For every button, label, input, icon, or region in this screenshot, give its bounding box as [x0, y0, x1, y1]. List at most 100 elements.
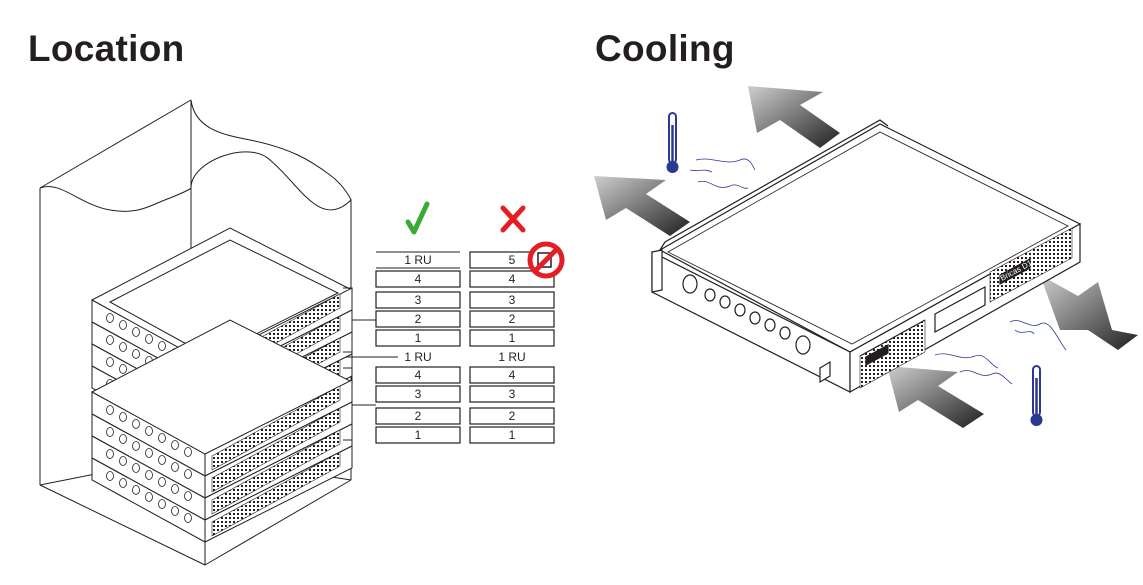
- ru-slot-label: 4: [415, 272, 422, 286]
- ru-table: 1 RU 4 3 2 1 1 RU 4 3 2 1 5 4 3 2 1 1 RU 4 3 2 1: [375, 251, 555, 444]
- knob-icon: [132, 349, 140, 359]
- airflow-arrow: [1040, 275, 1138, 350]
- ru-spacer: 1 RU: [498, 350, 525, 364]
- ru-slot-label: 5: [509, 253, 516, 267]
- knob-icon: [106, 357, 114, 367]
- ru-slot: 4: [375, 366, 461, 384]
- knob-icon: [119, 478, 127, 488]
- knob-icon: [184, 447, 192, 457]
- ru-slot-label: 1: [415, 428, 422, 442]
- ru-slot-label: 1 RU: [404, 253, 431, 267]
- knob-icon: [132, 441, 140, 451]
- ru-slot-box: [469, 291, 555, 309]
- knob-icon: [106, 471, 114, 481]
- ru-spacer: 1 RU: [404, 350, 431, 364]
- knob-icon: [145, 334, 153, 344]
- vent-grille: [211, 385, 341, 471]
- knob-icon: [106, 405, 114, 415]
- knob-icon: [171, 484, 179, 494]
- airflow-arrow: [887, 366, 984, 428]
- airflow-arrow: [748, 86, 840, 148]
- power-amplifier: [651, 119, 1082, 394]
- ru-slot-label: 1: [509, 428, 516, 442]
- stacked-amp-unit: [91, 445, 353, 543]
- check-icon: [405, 201, 430, 235]
- ru-slot: 3: [469, 385, 555, 403]
- ru-slot: 4: [375, 270, 461, 288]
- ru-slot-label: 3: [509, 293, 516, 307]
- stacked-amplifiers: [90, 227, 354, 543]
- knob-icon: [132, 419, 140, 429]
- heat-squiggles: [689, 158, 1067, 385]
- knob-icon: [119, 434, 127, 444]
- ru-slot: 1: [469, 426, 555, 444]
- ru-slot-label: 2: [415, 409, 422, 423]
- ru-slot-label: 4: [415, 368, 422, 382]
- location-title: Location: [28, 28, 185, 69]
- ru-slot: 2: [375, 407, 461, 425]
- vent-grille: [211, 407, 341, 493]
- knob-icon: [106, 449, 114, 459]
- knob-icon: [132, 485, 140, 495]
- knob-icon: [106, 313, 114, 323]
- ru-slot-box: [375, 310, 461, 328]
- ru-slot: 2: [375, 310, 461, 328]
- knob-icon: [132, 327, 140, 337]
- ru-slot: 4: [469, 270, 555, 288]
- ru-slot-box: [469, 270, 555, 288]
- knob-icon: [145, 492, 153, 502]
- knob-icon: [184, 513, 192, 523]
- ru-slot-label: 1: [509, 331, 516, 345]
- knob-icon: [132, 463, 140, 473]
- ru-slot: 4: [469, 366, 555, 384]
- knob-icon: [171, 506, 179, 516]
- ru-slot-label: 2: [509, 312, 516, 326]
- ru-slot-label: 3: [415, 293, 422, 307]
- ru-slot-label: 4: [509, 368, 516, 382]
- ru-slot-box: [375, 291, 461, 309]
- ru-slot: 3: [469, 291, 555, 309]
- ru-slot-box: [469, 310, 555, 328]
- knob-icon: [106, 427, 114, 437]
- thermometer-icon: [1030, 365, 1043, 426]
- knob-icon: [171, 462, 179, 472]
- knob-icon: [158, 455, 166, 465]
- cross-icon: [500, 205, 526, 233]
- knob-icon: [158, 341, 166, 351]
- ru-slot: 3: [375, 385, 461, 403]
- no-entry-icon: [527, 241, 565, 279]
- rack-brackets: [343, 287, 398, 441]
- ru-slot-label: 2: [509, 409, 516, 423]
- knob-icon: [184, 491, 192, 501]
- ru-slot: 2: [469, 407, 555, 425]
- ru-slot-label: 4: [509, 272, 516, 286]
- knob-icon: [171, 440, 179, 450]
- ru-slot-label: 1 RU: [404, 350, 431, 364]
- ru-slot: 2: [469, 310, 555, 328]
- ru-slot: 1: [375, 426, 461, 444]
- ru-slot-box: [375, 366, 461, 384]
- knob-icon: [119, 456, 127, 466]
- ru-slot-box: [375, 329, 461, 347]
- ru-slot: 1: [375, 329, 461, 347]
- knob-icon: [145, 448, 153, 458]
- knob-icon: [119, 342, 127, 352]
- knob-icon: [119, 320, 127, 330]
- vent-grille: [211, 451, 341, 537]
- knob-icon: [158, 433, 166, 443]
- vent-grille: [211, 429, 341, 515]
- knob-icon: [145, 426, 153, 436]
- ru-slot-box: [469, 426, 555, 444]
- ru-slot-label: 1: [415, 331, 422, 345]
- airflow-arrow: [594, 176, 690, 236]
- knob-icon: [158, 499, 166, 509]
- knob-icon: [158, 477, 166, 487]
- ru-slot-box: [375, 426, 461, 444]
- ru-slot-label: 3: [509, 387, 516, 401]
- knob-icon: [119, 412, 127, 422]
- ru-slot-label: 2: [415, 312, 422, 326]
- ru-slot-box: [469, 366, 555, 384]
- knob-icon: [145, 470, 153, 480]
- ru-slot: 3: [375, 291, 461, 309]
- ru-slot-box: [469, 385, 555, 403]
